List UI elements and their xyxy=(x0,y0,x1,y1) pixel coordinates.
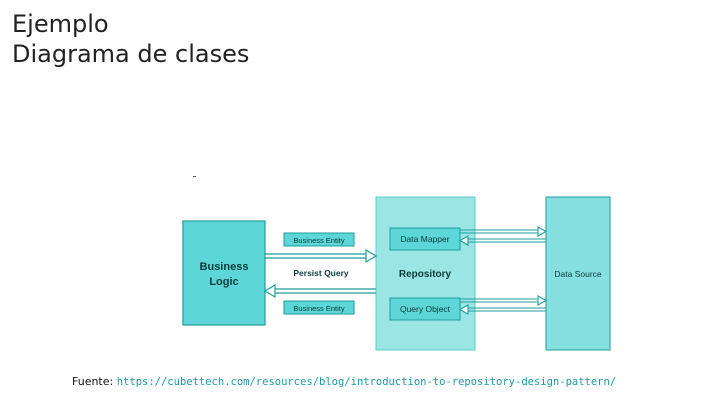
title-line-2: Diagrama de clases xyxy=(12,40,250,68)
data-source-box: Data Source xyxy=(545,196,611,351)
data-source-label: Data Source xyxy=(554,269,602,279)
persist-query-label: Persist Query xyxy=(293,268,349,278)
repository-label: Repository xyxy=(399,269,452,280)
arrow-mapper-to-source xyxy=(460,226,548,237)
business-logic-box: Business Logic xyxy=(182,220,266,326)
arrow-source-to-mapper xyxy=(458,235,546,246)
business-logic-label-line1: Business xyxy=(200,261,249,273)
data-mapper-box: Data Mapper xyxy=(389,227,461,251)
business-entity-top-box: Business Entity xyxy=(283,232,355,247)
repository-box: Repository xyxy=(375,196,476,351)
business-entity-top-label: Business Entity xyxy=(293,236,345,245)
data-mapper-label: Data Mapper xyxy=(400,234,449,244)
page-title: Ejemplo Diagrama de clases xyxy=(12,9,249,69)
business-logic-label-line2: Logic xyxy=(209,276,238,288)
arrow-query-to-source xyxy=(460,295,548,306)
arrow-to-business-logic xyxy=(263,283,376,299)
source-url-link[interactable]: https://cubettech.com/resources/blog/int… xyxy=(116,376,617,388)
business-entity-bottom-box: Business Entity xyxy=(283,300,355,315)
source-citation: Fuente: https://cubettech.com/resources/… xyxy=(72,375,616,389)
query-object-box: Query Object xyxy=(389,297,461,321)
arrow-to-repository xyxy=(265,248,378,264)
stray-dash-mark xyxy=(193,176,196,177)
query-object-label: Query Object xyxy=(400,304,451,314)
source-label: Fuente: xyxy=(72,375,114,388)
title-line-1: Ejemplo xyxy=(12,10,109,38)
business-entity-bottom-label: Business Entity xyxy=(293,304,345,313)
arrow-source-to-query xyxy=(458,304,546,315)
